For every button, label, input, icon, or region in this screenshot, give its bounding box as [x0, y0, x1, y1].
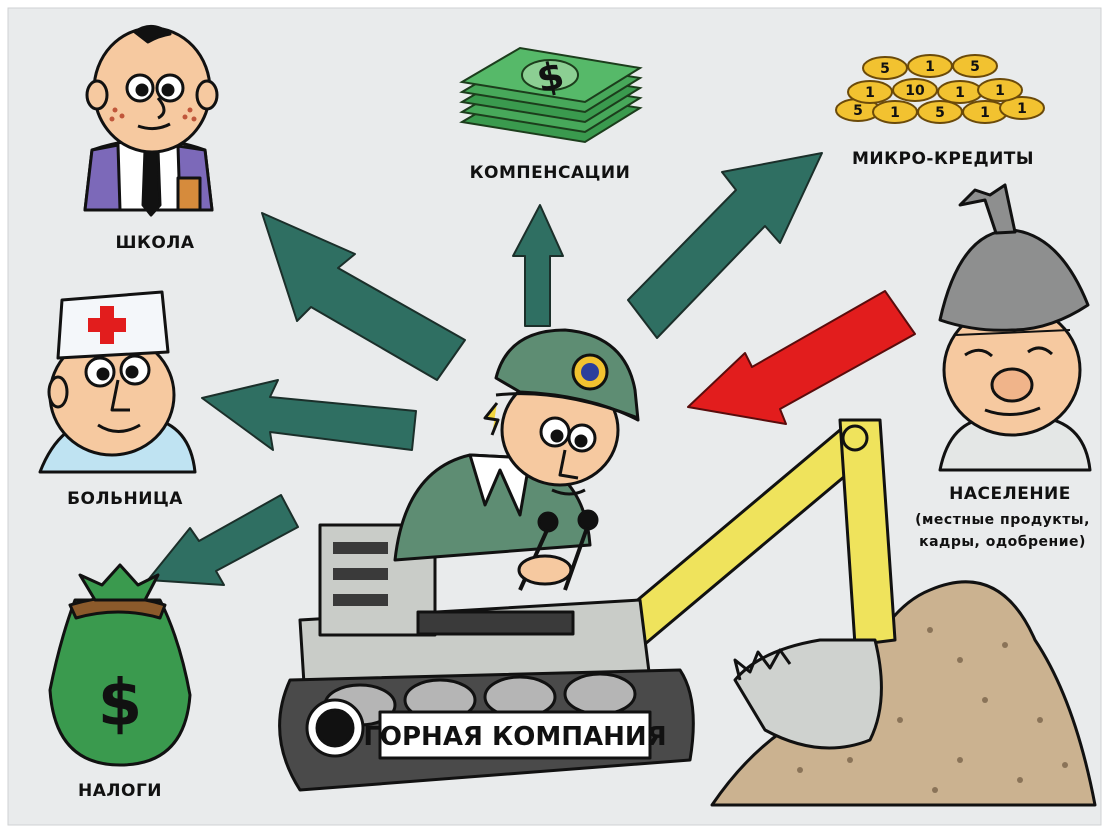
- coin-value: 1: [955, 85, 965, 101]
- coin-values: 5 1 5 1 10 1 1 5 1 5 1 1: [853, 59, 1027, 121]
- doctor-icon: [38, 290, 197, 474]
- coin-value: 1: [890, 105, 900, 121]
- coin-value: 1: [1017, 101, 1027, 117]
- company-name-plate: [378, 710, 652, 760]
- coin-value: 1: [980, 105, 990, 121]
- miner-excavator-icon: [278, 328, 897, 792]
- arrow-to-microcredits: [627, 152, 823, 339]
- label-population-note-2: кадры, одобрение): [919, 534, 1086, 550]
- arrow-to-compensation: [512, 204, 564, 327]
- arrow-from-population: [687, 290, 916, 425]
- label-taxes: НАЛОГИ: [77, 781, 162, 801]
- label-compensation: КОМПЕНСАЦИИ: [469, 163, 631, 183]
- label-population-note-1: (местные продукты,: [915, 512, 1090, 528]
- money-bag-dollar-sign: $: [98, 667, 143, 741]
- coin-value: 1: [865, 85, 875, 101]
- money-bag-icon: $: [48, 563, 192, 767]
- label-microcredits: МИКРО-КРЕДИТЫ: [851, 149, 1035, 169]
- coin-value: 5: [935, 105, 945, 121]
- local-man-icon: [938, 183, 1092, 472]
- coin-value: 1: [995, 83, 1005, 99]
- banknotes-icon: $: [459, 46, 643, 144]
- company-name: ГОРНАЯ КОМПАНИЯ: [363, 722, 666, 752]
- coin-value: 1: [925, 59, 935, 75]
- label-population: НАСЕЛЕНИЕ: [949, 484, 1071, 504]
- label-hospital: БОЛЬНИЦА: [67, 489, 183, 509]
- coin-value: 5: [970, 59, 980, 75]
- coin-value: 10: [905, 83, 925, 99]
- arrow-to-school: [261, 212, 466, 381]
- arrow-to-taxes: [147, 494, 299, 586]
- coin-value: 5: [880, 61, 890, 77]
- arrow-to-hospital: [201, 379, 417, 451]
- coins-icon: [835, 54, 1045, 124]
- school-boy-icon: [83, 25, 219, 217]
- outgoing-arrows: [147, 152, 823, 586]
- coin-value: 5: [853, 103, 863, 119]
- label-school: ШКОЛА: [115, 233, 195, 253]
